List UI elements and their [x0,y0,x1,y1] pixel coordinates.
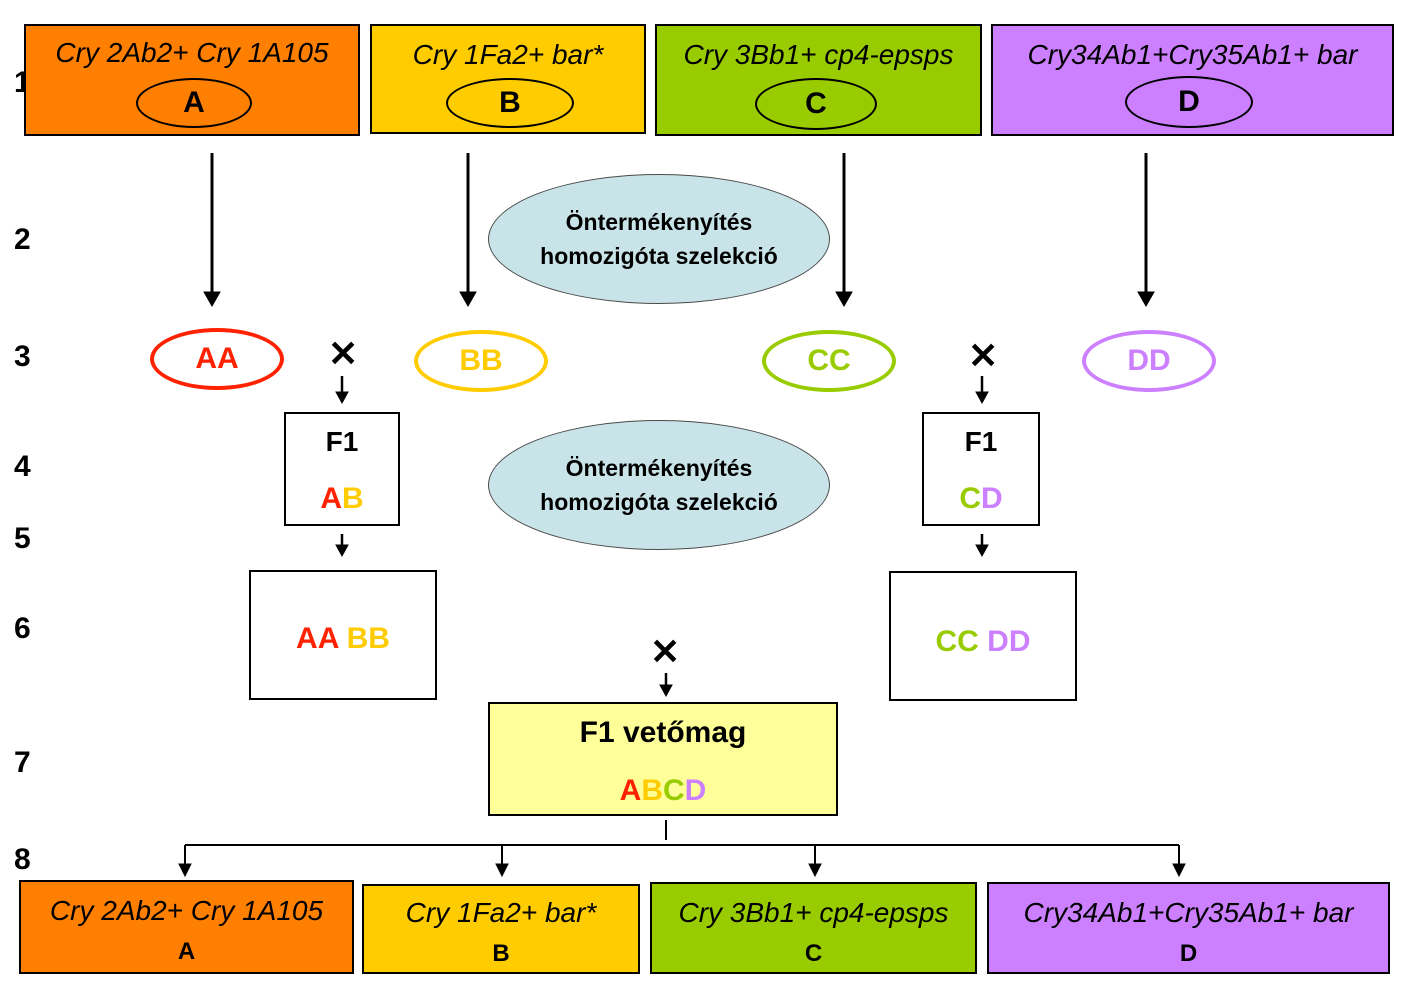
offspring-gene-label: Cry 2Ab2+ Cry 1A105 [49,895,324,926]
parent-gene-label: Cry 3Bb1+ cp4-epsps [683,39,954,70]
genotype-aa: AA [296,622,339,655]
genotype-letter-c: C [959,482,981,515]
process-line-2: homozigóta szelekció [540,243,778,269]
homozygote-cc: CC [762,330,896,392]
selfing-selection-ellipse-2: Öntermékenyítés homozigóta szelekció [488,420,830,550]
seed-letter-c: C [663,774,685,807]
parent-letter-oval: C [755,78,877,130]
double-homozygote-box-ccdd: CC DD [889,571,1077,701]
homozygote-dd: DD [1082,330,1216,392]
seed-letter-d: D [684,774,707,807]
double-genotype: CC DD [891,625,1075,659]
cross-symbol-ab: ✕ [328,333,359,374]
genotype-dd: DD [987,625,1031,658]
parent-box-a: Cry 2Ab2+ Cry 1A105 A [24,24,360,136]
genotype-letter-b: B [342,482,364,515]
row-number-2: 2 [14,223,31,256]
genotype-cc: CC [935,625,979,658]
offspring-gene-label: Cry 1Fa2+ bar* [405,897,597,928]
row-number-7: 7 [14,746,31,779]
offspring-letter: C [804,940,823,967]
parent-gene-label: Cry34Ab1+Cry35Ab1+ bar [1027,39,1358,70]
f1-box-ab: F1 AB [284,412,400,526]
offspring-box-c: Cry 3Bb1+ cp4-epsps C [650,882,977,974]
genotype-letter-a: A [320,482,342,515]
double-homozygote-box-aabb: AA BB [249,570,437,700]
row-number-4: 4 [14,450,31,483]
offspring-box-d: Cry34Ab1+Cry35Ab1+ bar D [987,882,1390,974]
offspring-box-a: Cry 2Ab2+ Cry 1A105 A [19,880,354,974]
homozygote-bb: BB [414,330,548,392]
f1-seed-genotype: ABCD [490,774,836,808]
genotype-bb: BB [346,622,390,655]
row-number-5: 5 [14,522,31,555]
parent-letter-oval: A [136,78,252,128]
double-genotype: AA BB [251,622,435,656]
offspring-letter: A [177,938,196,965]
offspring-letter: D [1179,940,1198,967]
process-line-1: Öntermékenyítés [565,455,753,481]
f1-seed-title: F1 vetőmag [579,716,747,749]
parent-letter-oval: D [1125,76,1253,128]
f1-title: F1 [964,426,998,457]
parent-box-b: Cry 1Fa2+ bar* B [370,24,646,134]
offspring-gene-label: Cry 3Bb1+ cp4-epsps [678,897,949,928]
offspring-gene-label: Cry34Ab1+Cry35Ab1+ bar [1023,897,1354,928]
f1-genotype: CD [924,482,1038,516]
selfing-selection-ellipse-1: Öntermékenyítés homozigóta szelekció [488,174,830,304]
parent-box-d: Cry34Ab1+Cry35Ab1+ bar D [991,24,1394,136]
f1-genotype: AB [286,482,398,516]
genotype-letter-d: D [981,482,1003,515]
seed-letter-a: A [619,774,642,807]
offspring-box-b: Cry 1Fa2+ bar* B [362,884,640,974]
row-number-8: 8 [14,843,31,876]
parent-gene-label: Cry 2Ab2+ Cry 1A105 [55,37,329,68]
f1-title: F1 [325,426,359,457]
parent-letter-oval: B [446,78,574,128]
row-number-3: 3 [14,340,31,373]
parent-box-c: Cry 3Bb1+ cp4-epsps C [655,24,982,136]
parent-gene-label: Cry 1Fa2+ bar* [412,39,604,70]
process-line-1: Öntermékenyítés [565,209,753,235]
row-number-6: 6 [14,612,31,645]
process-line-2: homozigóta szelekció [540,489,778,515]
cross-symbol-final: ✕ [650,631,681,672]
cross-symbol-cd: ✕ [968,335,999,376]
seed-letter-b: B [641,774,663,807]
offspring-letter: B [492,940,510,967]
f1-seed-box: F1 vetőmag ABCD [488,702,838,816]
homozygote-aa: AA [150,328,284,390]
f1-box-cd: F1 CD [922,412,1040,526]
